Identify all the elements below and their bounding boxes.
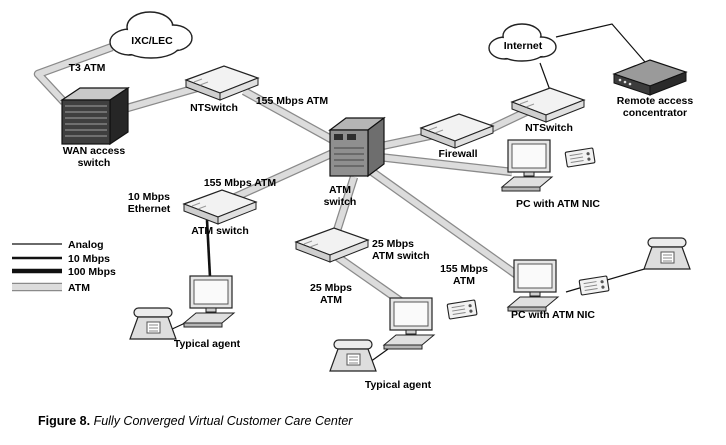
label-t3-atm: T3 ATM: [69, 62, 106, 74]
label-switch-25mbps-2: ATM switch: [372, 250, 430, 262]
label-25mbps-atm-2: ATM: [320, 294, 342, 306]
cloud-label-internet: Internet: [504, 40, 543, 52]
nic-card-upper: [564, 147, 596, 168]
label-155mbps-atm-mid: 155 Mbps ATM: [204, 177, 277, 189]
remote-access-concentrator: [612, 59, 688, 96]
label-pc-atm-nic-bottom: PC with ATM NIC: [511, 309, 595, 321]
label-typical-agent-center: Typical agent: [365, 379, 432, 391]
label-155mbps-atm-bottom-2: ATM: [453, 275, 475, 287]
nic-card-center: [446, 299, 478, 320]
label-concentrator-1: Remote access: [617, 95, 694, 107]
nic-card-lower: [578, 275, 610, 296]
label-ntswitch-right: NTSwitch: [525, 122, 573, 134]
legend-label-atm: ATM: [68, 282, 90, 294]
label-155mbps-atm-top: 155 Mbps ATM: [256, 95, 329, 107]
link-internet-to-concentrator: [555, 23, 646, 63]
figure-caption-label: Figure 8.: [38, 414, 91, 428]
label-ntswitch-left: NTSwitch: [190, 102, 238, 114]
cloud-label-ixc-lec: IXC/LEC: [131, 35, 173, 47]
label-firewall: Firewall: [438, 148, 477, 160]
label-typical-agent-left: Typical agent: [174, 338, 241, 350]
legend-label-10mbps: 10 Mbps: [68, 253, 110, 265]
pc-agent-center: [383, 297, 435, 350]
legend-label-100mbps: 100 Mbps: [68, 266, 116, 278]
legend-label-analog: Analog: [68, 239, 104, 251]
ixc-lec-cloud: IXC/LEC: [109, 11, 193, 59]
phone-right: [643, 237, 691, 270]
label-pc-atm-nic-top: PC with ATM NIC: [516, 198, 600, 210]
label-switch-25mbps-1: 25 Mbps: [372, 238, 414, 250]
atm-switch-center: [328, 116, 386, 178]
pc-lower-right: [507, 259, 559, 312]
pc-agent-left: [183, 275, 235, 328]
label-10mbps-ethernet-1: 10 Mbps: [128, 191, 170, 203]
label-155mbps-atm-bottom-1: 155 Mbps: [440, 263, 488, 275]
internet-cloud: Internet: [488, 23, 557, 62]
phone-agent-center: [329, 339, 377, 372]
label-wan-access-switch-2: switch: [78, 157, 111, 169]
switch-25mbps: [295, 227, 369, 263]
figure-caption: Figure 8. Fully Converged Virtual Custom…: [38, 414, 352, 428]
label-wan-access-switch-1: WAN access: [63, 145, 126, 157]
firewall: [420, 113, 494, 149]
link-atm-left-to-agent-left-10mbps: [205, 219, 212, 278]
figure-caption-title: Fully Converged Virtual Customer Care Ce…: [90, 414, 353, 428]
link-ntswitch-left-to-atm-center: [241, 87, 343, 148]
label-concentrator-2: concentrator: [623, 107, 687, 119]
label-25mbps-atm-1: 25 Mbps: [310, 282, 352, 294]
label-atm-switch-left: ATM switch: [191, 225, 249, 237]
link-atm-center-to-pc-lower: [368, 167, 531, 287]
link-25mbps-switch-to-agent-center: [333, 252, 409, 309]
link-ixclec-to-wan-atm: [33, 43, 114, 105]
phone-agent-left: [129, 307, 177, 340]
pc-upper-right: [501, 139, 553, 192]
wan-access-switch: [60, 86, 130, 146]
label-10mbps-ethernet-2: Ethernet: [128, 203, 171, 215]
label-atm-switch-center-1: ATM: [329, 184, 351, 196]
link-atm-center-to-firewall: [376, 130, 435, 152]
legend: Analog 10 Mbps 100 Mbps ATM: [12, 239, 116, 294]
link-atm-center-to-pc-upper: [378, 152, 513, 177]
label-atm-switch-center-2: switch: [324, 196, 357, 208]
